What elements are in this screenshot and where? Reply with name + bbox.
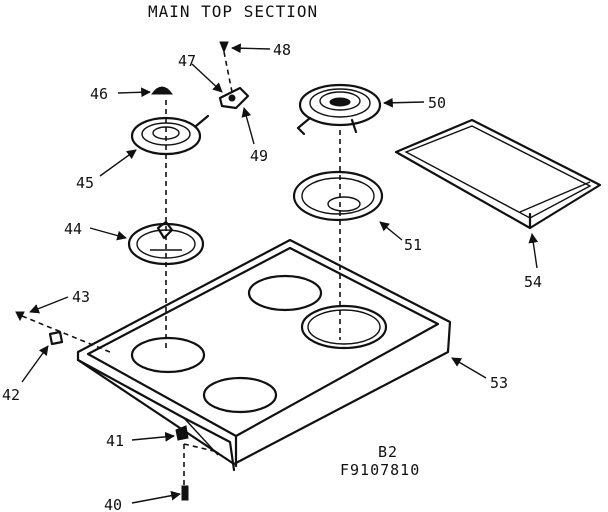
- drip-pan-large: [292, 170, 384, 222]
- label-50: 50: [428, 94, 446, 112]
- label-44: 44: [64, 220, 82, 238]
- label-45: 45: [76, 174, 94, 192]
- label-46: 46: [90, 85, 108, 103]
- terminal-block: [218, 86, 250, 110]
- burner-hole-front-right: [202, 376, 278, 414]
- label-42: 42: [2, 386, 20, 404]
- model-label: B2: [378, 443, 398, 461]
- glass-panel: [394, 118, 602, 230]
- assembly-lines: [21, 51, 341, 486]
- diagram-title: MAIN TOP SECTION: [148, 2, 318, 21]
- screw-top: [219, 41, 229, 54]
- catalog-code: F9107810: [340, 461, 420, 479]
- leader-arrows: [21, 43, 539, 504]
- label-43: 43: [72, 288, 90, 306]
- surface-element-small: [130, 114, 210, 156]
- label-41: 41: [106, 432, 124, 450]
- burner-hole-front-left: [130, 336, 206, 374]
- label-54: 54: [524, 273, 542, 291]
- surface-element-large: [296, 83, 382, 136]
- label-40: 40: [104, 496, 122, 512]
- label-53: 53: [490, 374, 508, 392]
- label-47: 47: [178, 52, 196, 70]
- burner-hole-rear-right: [300, 304, 388, 350]
- label-49: 49: [250, 147, 268, 165]
- screw-bottom: [181, 485, 189, 501]
- label-48: 48: [273, 41, 291, 59]
- bracket: [48, 330, 64, 346]
- part-labels: 48 47 46 49 50 45 44 51 54 43 42 53 41 4…: [2, 41, 542, 512]
- clip: [175, 425, 189, 441]
- main-top-panel: [76, 238, 452, 472]
- label-51: 51: [404, 236, 422, 254]
- burner-hole-rear-left: [247, 274, 323, 312]
- element-cap: [151, 86, 173, 95]
